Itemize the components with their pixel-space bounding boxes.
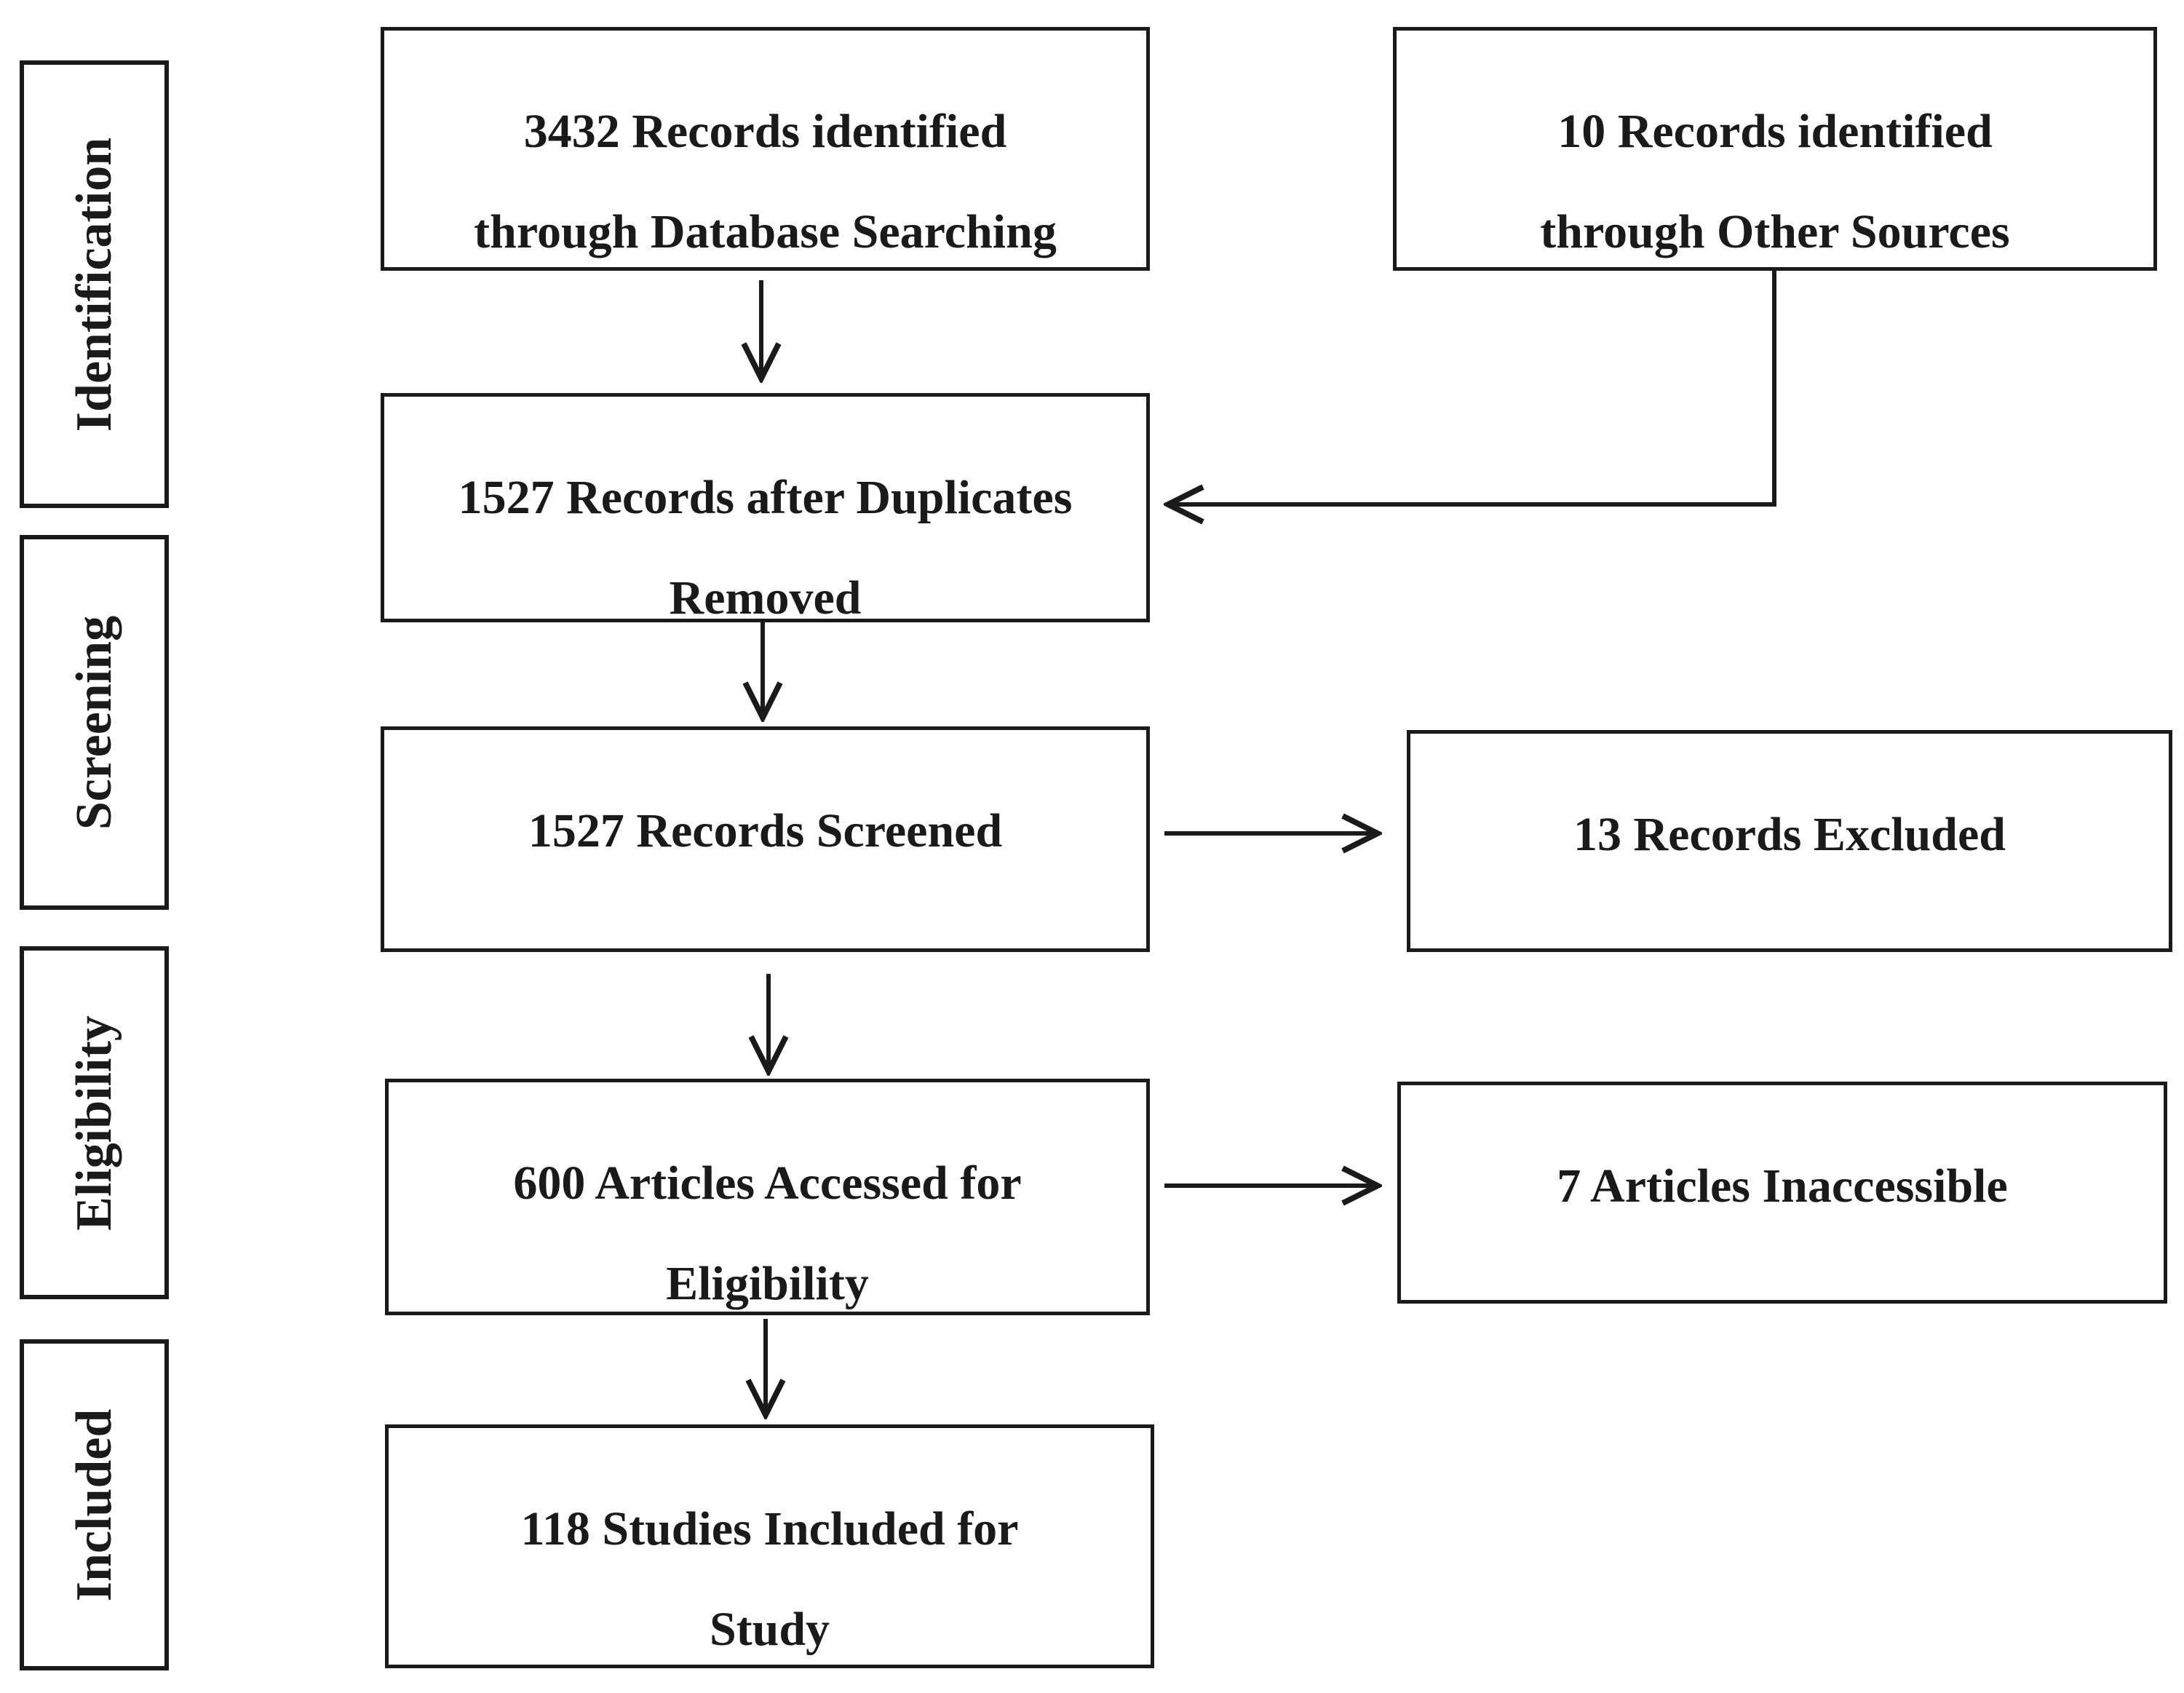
assessed-line-2: Eligibility [666, 1257, 869, 1310]
phase-identification: Identification [20, 60, 169, 508]
screened-box: 1527 Records Screened [381, 726, 1150, 952]
phase-included: Included [20, 1339, 169, 1670]
excluded-box: 13 Records Excluded [1407, 730, 2172, 952]
after-duplicates-line-1: 1527 Records after Duplicates [458, 471, 1073, 524]
included-line-1: 118 Studies Included for [520, 1502, 1019, 1555]
screened-line-1: 1527 Records Screened [528, 804, 1003, 857]
inaccessible-box: 7 Articles Inaccessible [1397, 1082, 2167, 1304]
assessed-box: 600 Articles Accessed for Eligibility [385, 1079, 1150, 1315]
other-sources-box: 10 Records identified through Other Sour… [1393, 27, 2157, 271]
included-box: 118 Studies Included for Study [385, 1424, 1154, 1668]
after-duplicates-box: 1527 Records after Duplicates Removed [381, 393, 1150, 625]
assessed-line-1: 600 Articles Accessed for [513, 1157, 1022, 1210]
excluded-line-1: 13 Records Excluded [1573, 808, 2006, 861]
other-sources-line-2: through Other Sources [1540, 205, 2010, 258]
after-duplicates-line-2: Removed [669, 571, 862, 625]
included-line-2: Study [709, 1603, 830, 1656]
database-search-box: 3432 Records identified through Database… [381, 27, 1150, 271]
phase-screening: Screening [20, 535, 169, 910]
other-sources-line-1: 10 Records identified [1557, 105, 1993, 158]
inaccessible-line-1: 7 Articles Inaccessible [1557, 1159, 2008, 1213]
arrow-other-sources-to-duplicates [1168, 271, 1776, 504]
database-search-line-2: through Database Searching [474, 205, 1057, 258]
database-search-line-1: 3432 Records identified [523, 105, 1007, 158]
phase-eligibility: Eligibility [20, 946, 169, 1299]
